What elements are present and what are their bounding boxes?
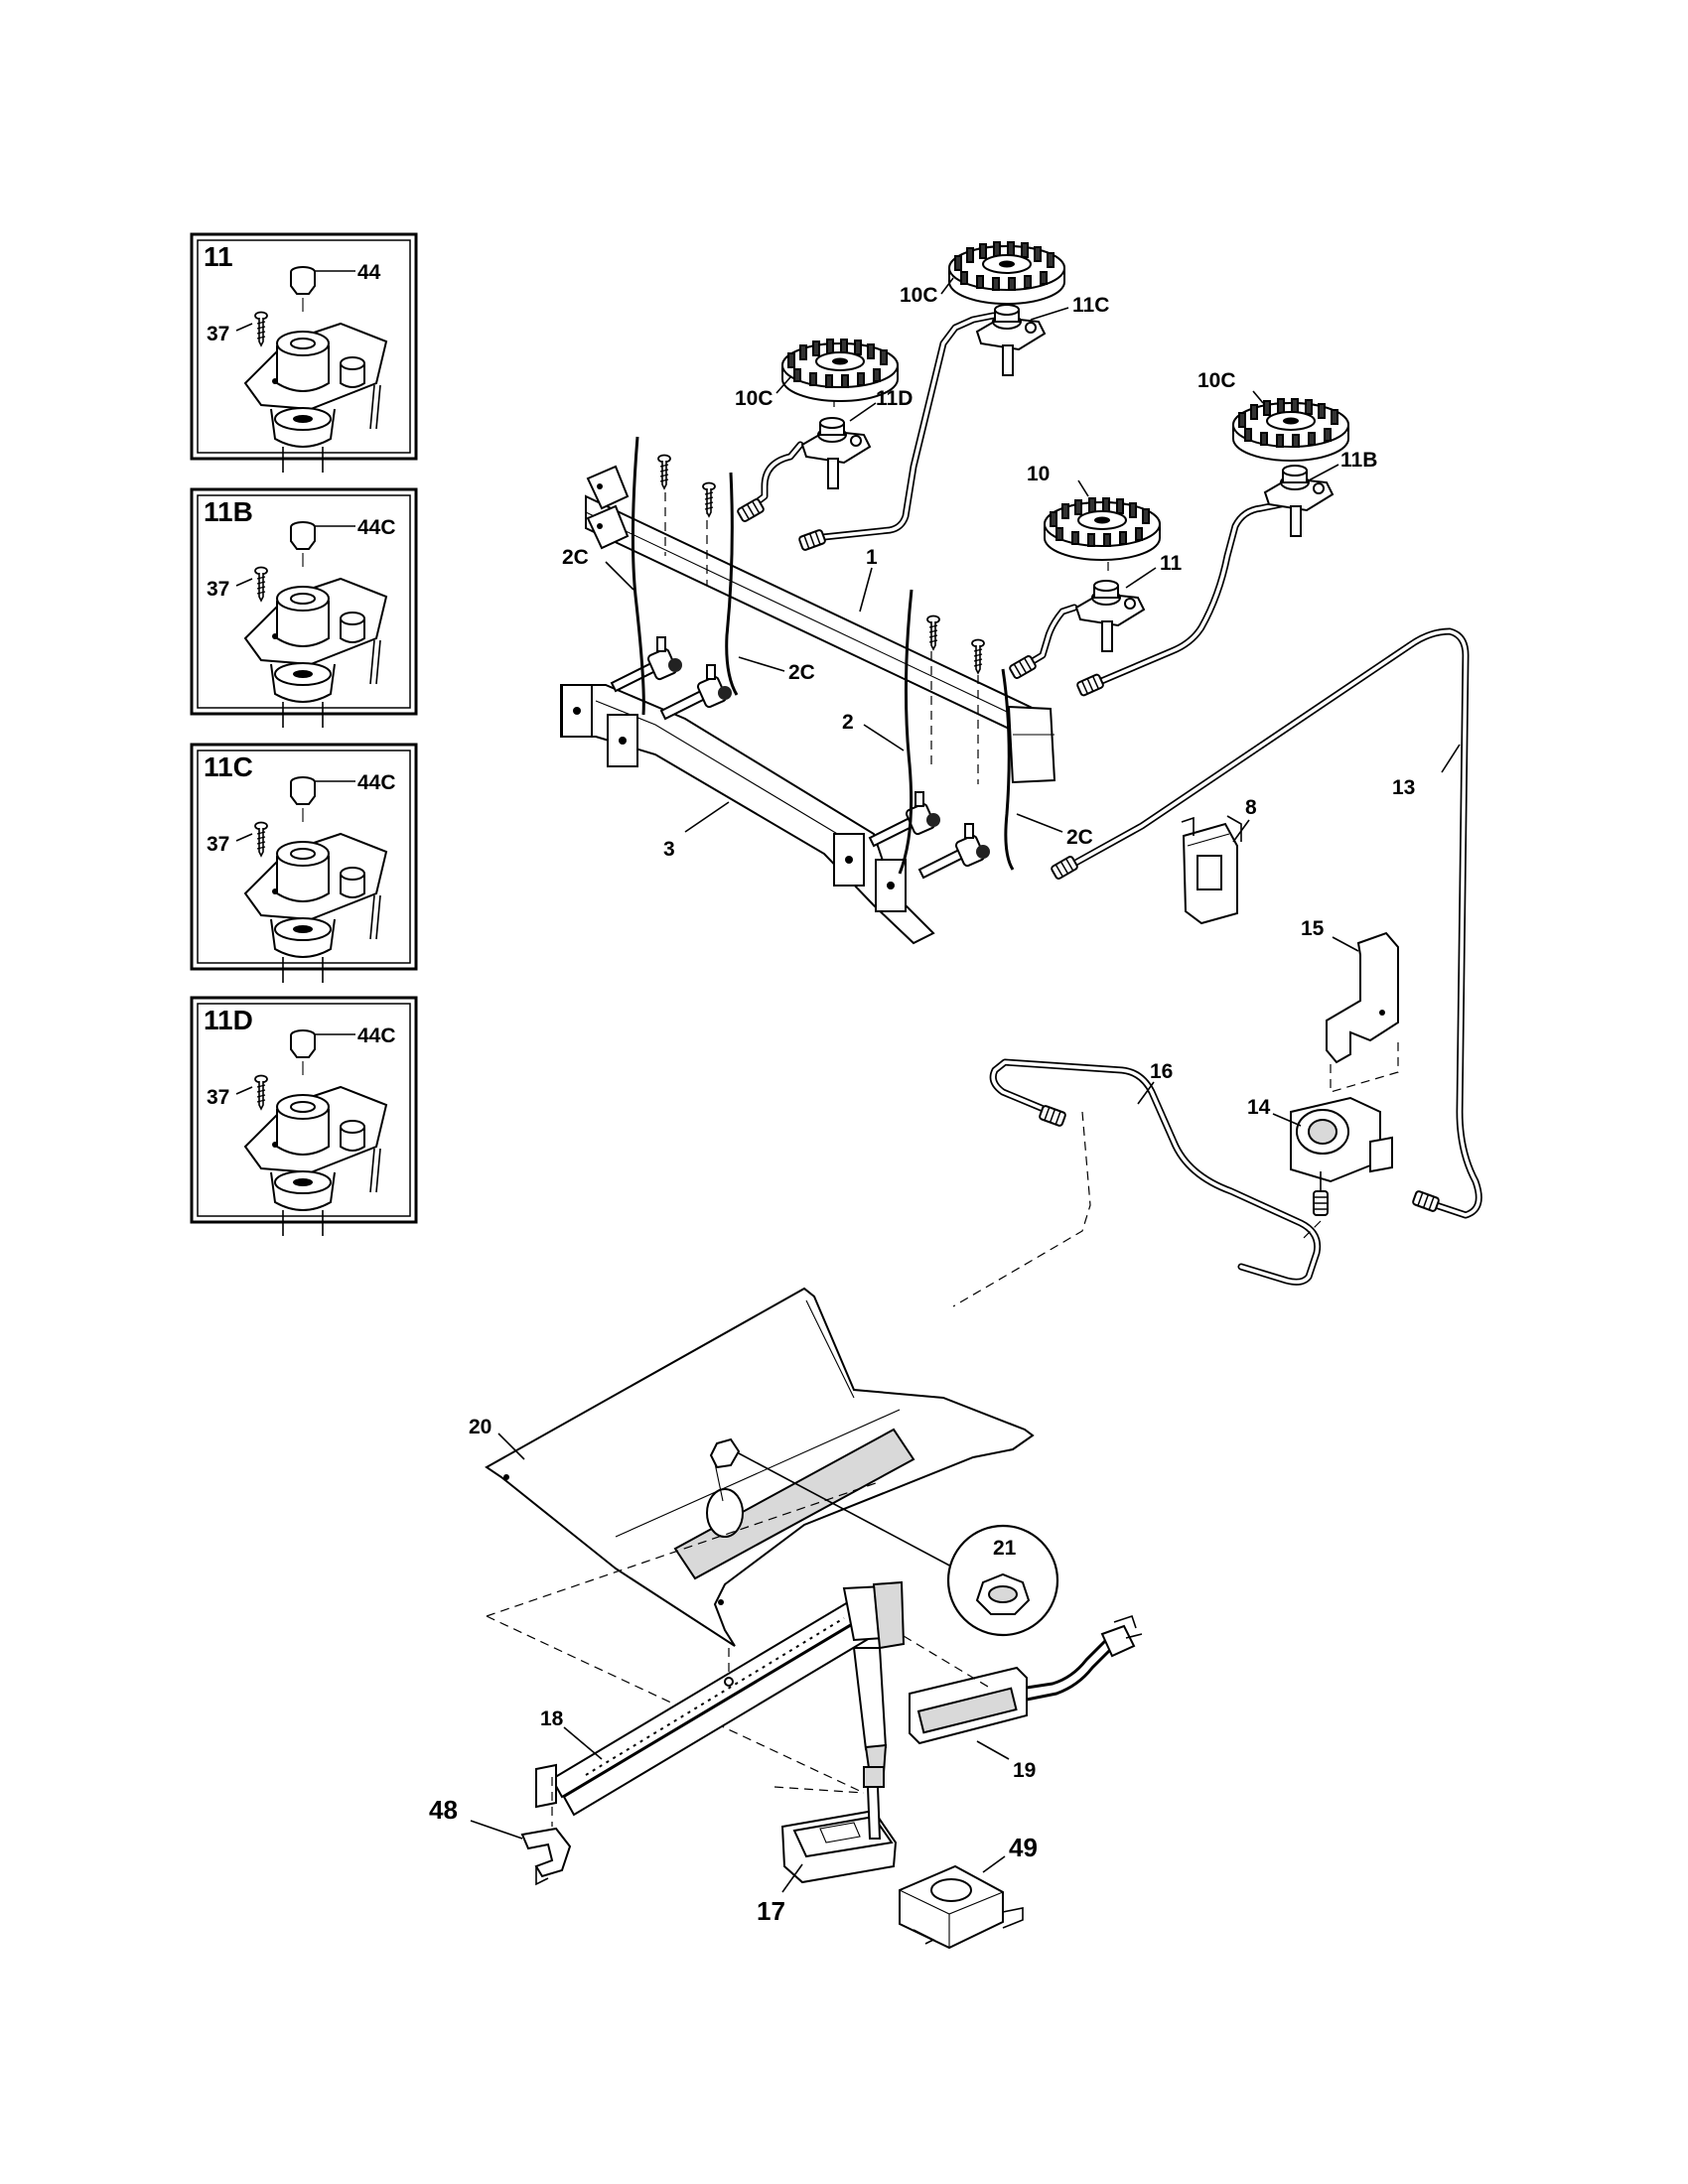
burner-tube-rear — [810, 312, 997, 542]
callout-15: 15 — [1301, 917, 1325, 940]
callout-label: 37 — [207, 578, 229, 601]
safety-valve-17 — [774, 1766, 898, 1884]
callout-49: 49 — [1009, 1833, 1038, 1862]
callout-label: 37 — [207, 323, 229, 345]
spark-module-8 — [1181, 815, 1242, 925]
heat-shield-20 — [485, 1287, 1035, 1647]
inset-title: 11B — [204, 496, 253, 527]
bracket-15 — [1326, 931, 1399, 1093]
locator-line — [486, 1615, 865, 1794]
inset-burner-11d: 11D 44C 37 — [190, 996, 418, 1236]
regulator-14 — [1290, 1096, 1393, 1216]
callout-label: 44C — [357, 516, 396, 539]
cover-49 — [899, 1864, 1024, 1950]
locator-line — [486, 1482, 877, 1617]
callout-3: 3 — [663, 838, 675, 861]
gas-tube-13 — [1050, 627, 1482, 1219]
callout-label: 44C — [357, 771, 396, 794]
locator-line — [1300, 1220, 1322, 1242]
callout-14: 14 — [1247, 1096, 1271, 1119]
callout-13: 13 — [1392, 776, 1415, 799]
leader-line — [470, 1820, 523, 1840]
burner-tube-left — [745, 441, 804, 512]
callout-1: 1 — [866, 546, 878, 569]
leader-line — [738, 1452, 956, 1570]
callout-10c-right: 10C — [1197, 369, 1236, 392]
callout-16: 16 — [1150, 1060, 1173, 1083]
callout-2: 2 — [842, 711, 854, 734]
inset-burner-11c: 11C 44C 37 — [190, 743, 418, 983]
locator-line — [952, 1111, 1091, 1307]
callout-48: 48 — [429, 1795, 458, 1825]
callout-19: 19 — [1013, 1759, 1036, 1782]
callout-2c-middle: 2C — [788, 661, 815, 684]
inset-burner-11: 11 44 37 — [190, 232, 418, 473]
callouts: 1 2 2C 2C 2C 3 8 10 10C 10C 10C 11 — [429, 277, 1461, 1926]
callout-18: 18 — [540, 1707, 564, 1730]
callout-21: 21 — [993, 1537, 1017, 1560]
gas-tube-16 — [989, 1058, 1322, 1286]
callout-11: 11 — [1160, 552, 1183, 575]
manifold-assembly — [560, 241, 1349, 945]
inset-title: 11C — [204, 751, 253, 782]
inset-title: 11 — [204, 241, 233, 272]
callout-11c: 11C — [1072, 294, 1109, 317]
callout-10: 10 — [1027, 463, 1050, 485]
burner-tube-right — [1088, 500, 1285, 689]
callout-2c-left: 2C — [562, 546, 589, 569]
callout-10c-left: 10C — [735, 387, 774, 410]
callout-17: 17 — [757, 1896, 785, 1926]
nut-21-detail — [946, 1524, 1059, 1637]
callout-label: 44C — [357, 1024, 396, 1047]
callout-8: 8 — [1245, 796, 1257, 819]
callout-11d: 11D — [876, 387, 913, 410]
callout-2c-right: 2C — [1066, 826, 1093, 849]
igniter-19 — [903, 1614, 1143, 1745]
burner-tube-center — [1019, 604, 1078, 671]
inset-title: 11D — [204, 1005, 253, 1035]
callout-10c-upper: 10C — [900, 284, 938, 307]
callout-label: 37 — [207, 833, 229, 856]
inset-burner-11b: 11B 44C 37 — [190, 487, 418, 728]
callout-label: 44 — [357, 261, 381, 284]
callout-20: 20 — [469, 1416, 492, 1438]
callout-11b: 11B — [1340, 449, 1377, 472]
callout-label: 37 — [207, 1086, 229, 1109]
oven-burner-18 — [535, 1580, 906, 1817]
bracket-48 — [520, 1777, 572, 1886]
